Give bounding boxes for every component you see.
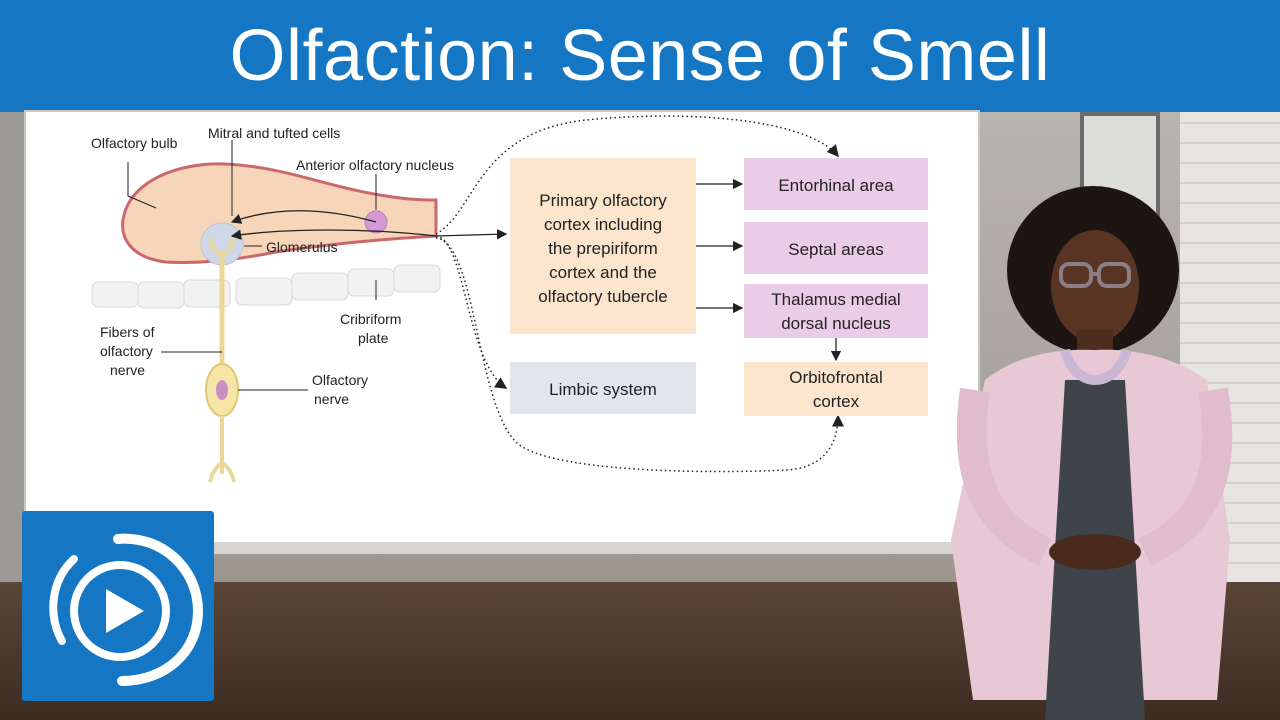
video-title: Olfaction: Sense of Smell	[229, 16, 1051, 96]
glasses-icon	[1059, 262, 1131, 288]
thalamus-line-1: Thalamus medial	[771, 290, 900, 309]
orbitofrontal-line-2: cortex	[813, 392, 860, 411]
arrow-bulb-to-primary	[435, 229, 508, 240]
label-fibers-1: Fibers of	[100, 324, 155, 340]
label-olfactory-bulb: Olfactory bulb	[91, 135, 178, 151]
primary-cortex-line-1: Primary olfactory	[539, 191, 667, 210]
box-entorhinal	[744, 158, 928, 210]
box-orbitofrontal	[744, 362, 928, 416]
thalamus-line-2: dorsal nucleus	[781, 314, 891, 333]
box-limbic-system	[510, 362, 696, 414]
brand-logo[interactable]	[22, 511, 214, 701]
box-primary-cortex	[510, 158, 696, 334]
presenter-hands	[1049, 534, 1141, 570]
cribriform-plate	[91, 264, 441, 309]
label-olfactory-nerve-1: Olfactory	[312, 372, 368, 388]
label-fibers-3: nerve	[110, 362, 145, 378]
label-cribriform-1: Cribriform	[340, 311, 401, 327]
olfactory-nerve-fiber	[205, 237, 239, 483]
olfactory-pathway-diagram: Olfactory bulb Mitral and tufted cells A…	[91, 115, 928, 483]
play-circle-icon	[49, 533, 204, 686]
presenter-necklace	[1060, 348, 1132, 385]
presenter-face	[1051, 230, 1139, 342]
olfactory-bulb-shape	[121, 162, 438, 265]
primary-cortex-line-4: cortex and the	[549, 263, 657, 282]
orbitofrontal-line-1: Orbitofrontal	[789, 368, 883, 387]
entorhinal-label: Entorhinal area	[778, 176, 894, 195]
box-thalamus	[744, 284, 928, 338]
primary-cortex-line-5: olfactory tubercle	[538, 287, 667, 306]
presenter	[951, 186, 1233, 720]
limbic-label: Limbic system	[549, 380, 657, 399]
label-mitral-tufted: Mitral and tufted cells	[208, 125, 340, 141]
box-septal	[744, 222, 928, 274]
primary-cortex-line-3: the prepiriform	[548, 239, 658, 258]
screen-frame-left	[0, 112, 26, 582]
septal-label: Septal areas	[788, 240, 883, 259]
primary-cortex-line-2: cortex including	[544, 215, 662, 234]
arrow-bulb-to-orbitofrontal	[435, 237, 844, 473]
title-bar: Olfaction: Sense of Smell	[0, 0, 1280, 112]
arrow-bulb-to-limbic	[435, 235, 508, 389]
label-anterior-nucleus: Anterior olfactory nucleus	[296, 157, 454, 173]
screen-base	[26, 542, 978, 554]
label-fibers-2: olfactory	[100, 343, 153, 359]
label-cribriform-2: plate	[358, 330, 389, 346]
label-olfactory-nerve-2: nerve	[314, 391, 349, 407]
label-glomerulus: Glomerulus	[266, 239, 338, 255]
